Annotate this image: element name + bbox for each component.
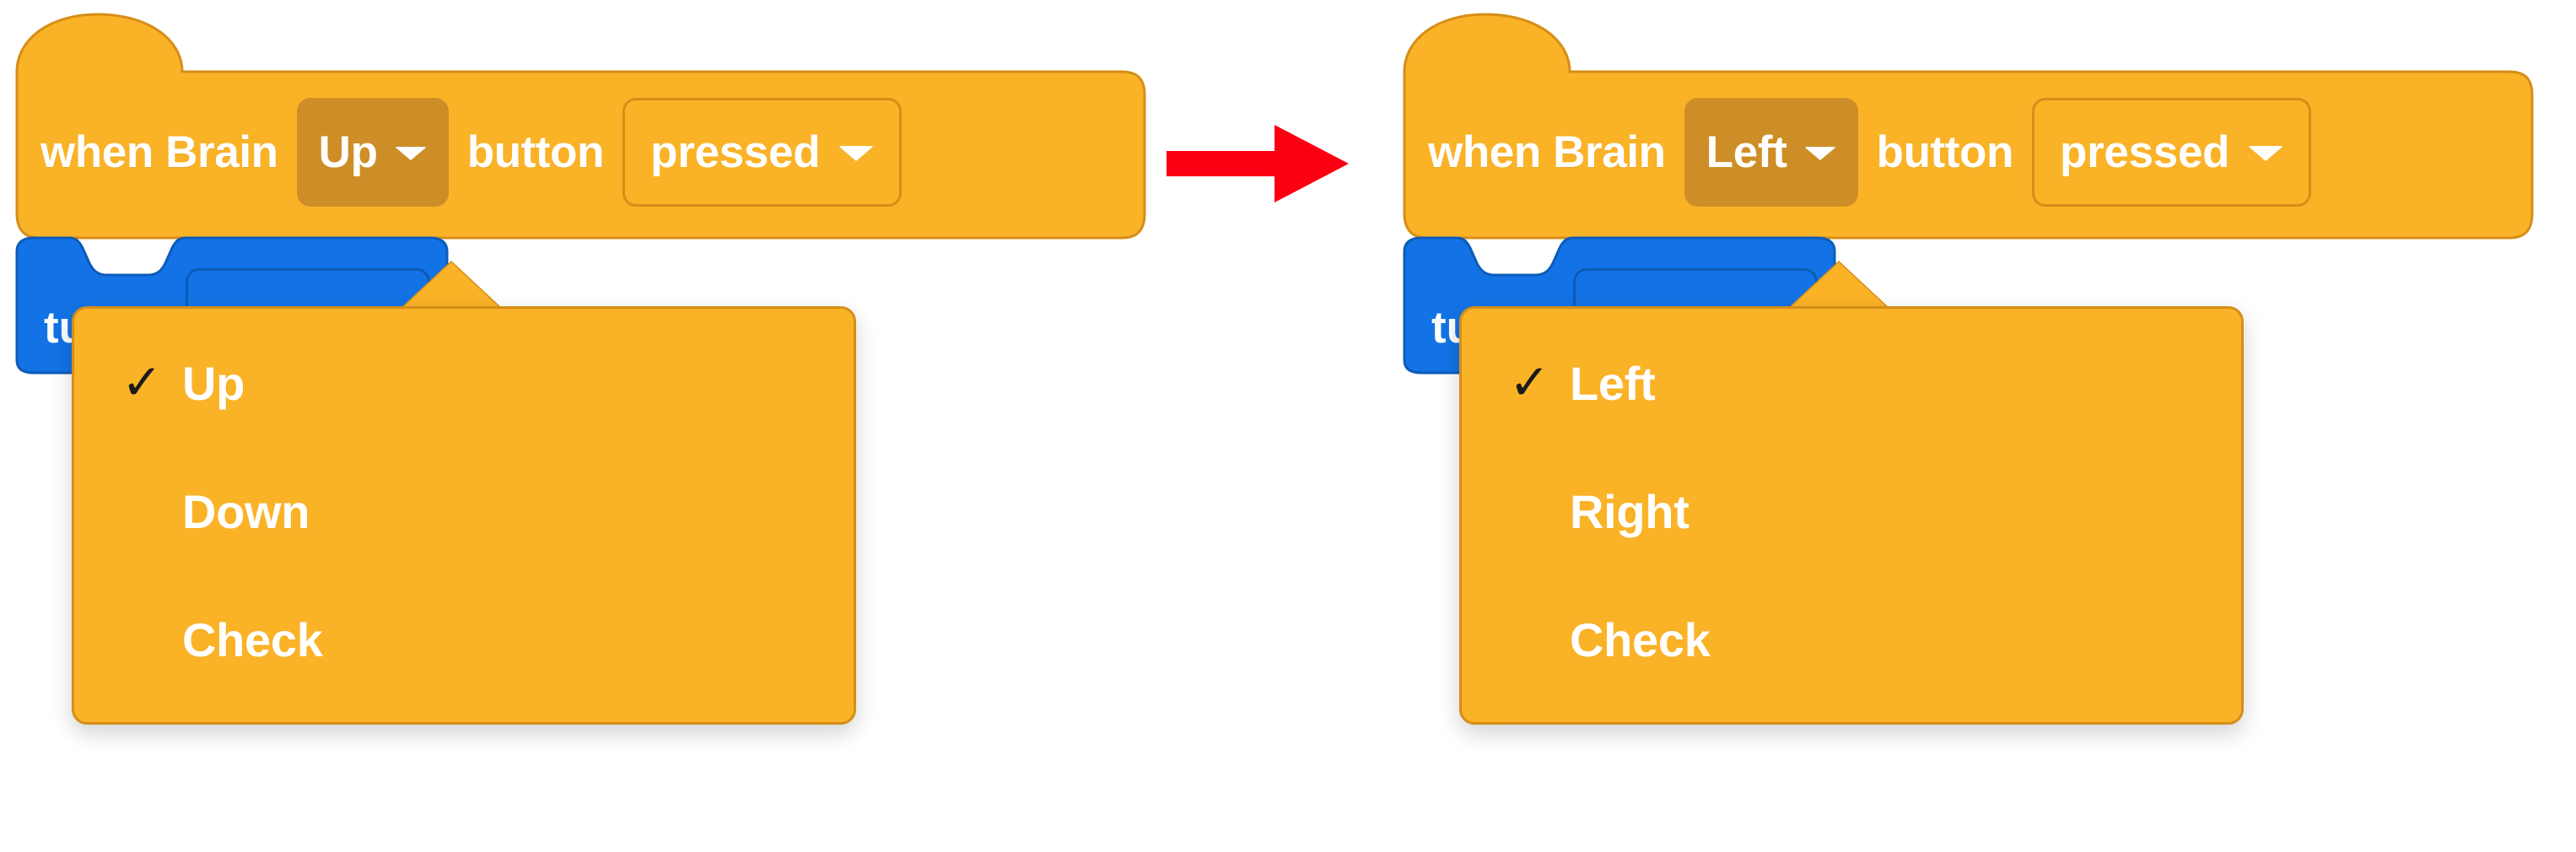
right-arrow-icon bbox=[1167, 123, 1352, 204]
menu-spacer bbox=[1462, 422, 2241, 472]
state-selector-value: pressed bbox=[650, 127, 821, 177]
state-selector-dropdown[interactable]: pressed bbox=[622, 97, 903, 207]
menu-item-label: Check bbox=[1570, 612, 1711, 666]
menu-item-0[interactable]: ✓ Left bbox=[1462, 344, 2241, 422]
state-selector-value: pressed bbox=[2060, 127, 2230, 177]
button-selector-value: Left bbox=[1706, 127, 1787, 177]
after-panel: when Brain Left button pressed turn left bbox=[1388, 0, 2576, 852]
checkmark-icon: ✓ bbox=[121, 355, 163, 410]
caret-down-icon bbox=[394, 147, 427, 160]
button-selector-dropdown-menu[interactable]: ✓ Up ✓ Down ✓ Check bbox=[72, 306, 856, 725]
menu-item-label: Right bbox=[1570, 484, 1689, 538]
button-selector-dropdown[interactable]: Left bbox=[1684, 97, 1858, 207]
when-brain-button-hat-block[interactable]: when Brain Up button pressed bbox=[15, 13, 1146, 240]
menu-item-2[interactable]: ✓ Check bbox=[1462, 601, 2241, 678]
when-brain-button-hat-block[interactable]: when Brain Left button pressed bbox=[1403, 13, 2534, 240]
menu-item-label: Left bbox=[1570, 356, 1656, 410]
button-selector-value: Up bbox=[318, 127, 378, 177]
button-selector-dropdown[interactable]: Up bbox=[296, 97, 449, 207]
menu-item-label: Up bbox=[182, 356, 245, 410]
dropdown-menu-pointer bbox=[1788, 262, 1889, 310]
menu-item-0[interactable]: ✓ Up bbox=[74, 344, 854, 422]
hat-block-shape bbox=[15, 13, 1146, 240]
dropdown-menu-pointer bbox=[401, 262, 502, 310]
menu-item-2[interactable]: ✓ Check bbox=[74, 601, 854, 678]
checkmark-icon: ✓ bbox=[1509, 355, 1550, 410]
hat-block-shape bbox=[1403, 13, 2534, 240]
menu-spacer bbox=[1462, 550, 2241, 601]
caret-down-icon bbox=[2248, 146, 2284, 161]
state-selector-dropdown[interactable]: pressed bbox=[2032, 97, 2312, 207]
button-selector-dropdown-menu[interactable]: ✓ Left ✓ Right ✓ Check bbox=[1459, 306, 2244, 725]
before-panel: when Brain Up button pressed turn left bbox=[0, 0, 1349, 852]
menu-item-1[interactable]: ✓ Right bbox=[1462, 472, 2241, 550]
menu-item-1[interactable]: ✓ Down bbox=[74, 472, 854, 550]
caret-down-icon bbox=[1803, 147, 1836, 160]
menu-item-label: Down bbox=[182, 484, 310, 538]
caret-down-icon bbox=[838, 146, 875, 161]
menu-spacer bbox=[74, 422, 854, 472]
menu-item-label: Check bbox=[182, 612, 323, 666]
menu-spacer bbox=[74, 550, 854, 601]
